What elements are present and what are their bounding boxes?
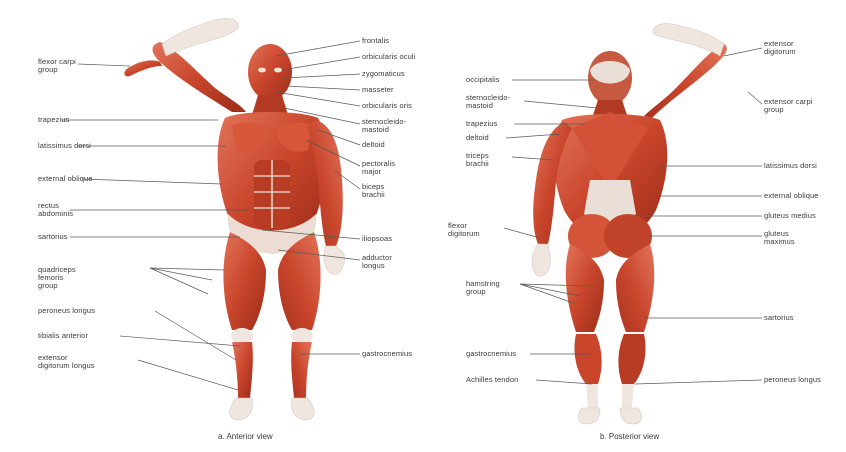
anterior-foot-left bbox=[230, 398, 253, 420]
label-posterior-triceps-brachii: triceps brachii bbox=[466, 152, 489, 168]
posterior-raised-hand bbox=[653, 24, 724, 56]
label-anterior-peroneus-longus: peroneus longus bbox=[38, 307, 95, 315]
label-anterior-biceps-brachii: biceps brachii bbox=[362, 183, 385, 199]
anterior-figure bbox=[124, 18, 344, 420]
label-posterior-achilles-tendon: Achilles tendon bbox=[466, 376, 518, 384]
posterior-calf-right bbox=[618, 334, 645, 384]
label-posterior-gluteus-medius: gluteus medius bbox=[764, 212, 816, 220]
label-anterior-deltoid: deltoid bbox=[362, 141, 385, 149]
posterior-achilles-right bbox=[622, 384, 634, 408]
posterior-figure bbox=[532, 24, 727, 424]
label-anterior-frontalis: frontalis bbox=[362, 37, 389, 45]
anterior-eye-left bbox=[258, 68, 266, 73]
label-anterior-orbicularis-oculi: orbicularis oculi bbox=[362, 53, 415, 61]
anterior-foot-right bbox=[292, 398, 315, 420]
label-anterior-trapezius: trapezius bbox=[38, 116, 69, 124]
label-posterior-occipitalis: occipitalis bbox=[466, 76, 500, 84]
posterior-foot-right bbox=[620, 408, 641, 424]
posterior-lower-hand bbox=[532, 244, 550, 276]
label-anterior-pectoralis-major: pectoralis major bbox=[362, 160, 395, 176]
label-posterior-sternocleidomastoid: sternocleido- mastoid bbox=[466, 94, 510, 110]
label-anterior-flexor-carpi-group: flexor carpi group bbox=[38, 58, 76, 74]
anterior-knee-left bbox=[231, 328, 253, 344]
label-anterior-sartorius: sartorius bbox=[38, 233, 68, 241]
label-anterior-rectus-abdominis: rectus abdominis bbox=[38, 202, 73, 218]
label-posterior-peroneus-longus: peroneus longus bbox=[764, 376, 821, 384]
label-posterior-deltoid: deltoid bbox=[466, 134, 489, 142]
caption-anterior-view: a. Anterior view bbox=[218, 432, 273, 441]
label-posterior-latissimus-dorsi: latissimus dorsi bbox=[764, 162, 817, 170]
label-anterior-zygomaticus: zygomaticus bbox=[362, 70, 405, 78]
anterior-knee-right bbox=[291, 328, 313, 344]
label-posterior-extensor-carpi-group: extensor carpi group bbox=[764, 98, 813, 114]
caption-posterior-view: b. Posterior view bbox=[600, 432, 659, 441]
anterior-shin-right bbox=[291, 342, 312, 398]
leader-lines bbox=[62, 41, 762, 390]
label-posterior-flexor-digitorum: flexor digitorum bbox=[448, 222, 480, 238]
anterior-lower-hand bbox=[324, 246, 344, 274]
posterior-calf-left bbox=[574, 334, 601, 384]
anterior-raised-forearm bbox=[124, 60, 162, 76]
anterior-eye-right bbox=[274, 68, 282, 73]
label-anterior-sternocleidomastoid: sternocleido- mastoid bbox=[362, 118, 406, 134]
label-anterior-orbicularis-oris: orbicularis oris bbox=[362, 102, 412, 110]
anterior-shin-left bbox=[232, 342, 253, 398]
label-anterior-tibialis-anterior: tibialis anterior bbox=[38, 332, 88, 340]
label-posterior-external-oblique: external oblique bbox=[764, 192, 819, 200]
label-posterior-gastrocnemius: gastrocnemius bbox=[466, 350, 516, 358]
label-anterior-masseter: masseter bbox=[362, 86, 394, 94]
anterior-head bbox=[248, 44, 292, 100]
label-anterior-gastrocnemius: gastrocnemius bbox=[362, 350, 412, 358]
anterior-raised-hand bbox=[162, 18, 238, 56]
label-anterior-external-oblique: external oblique bbox=[38, 175, 93, 183]
label-anterior-iliopsoas: iliopsoas bbox=[362, 235, 392, 243]
label-posterior-sartorius: sartorius bbox=[764, 314, 794, 322]
label-anterior-quadriceps-femoris-group: quadriceps femoris group bbox=[38, 266, 76, 290]
posterior-achilles-left bbox=[586, 384, 598, 408]
label-anterior-latissimus-dorsi: latissimus dorsi bbox=[38, 142, 91, 150]
anterior-neck bbox=[252, 95, 288, 115]
label-anterior-extensor-digitorum-longus: extensor digitorum longus bbox=[38, 354, 95, 370]
label-posterior-hamstring-group: hamstring group bbox=[466, 280, 500, 296]
label-anterior-adductor-longus: adductor longus bbox=[362, 254, 392, 270]
posterior-foot-left bbox=[579, 408, 600, 424]
label-posterior-gluteus-maximus: gluteus maximus bbox=[764, 230, 795, 246]
label-posterior-extensor-digitorum: extensor digitorum bbox=[764, 40, 796, 56]
posterior-raised-arm bbox=[644, 44, 727, 118]
label-posterior-trapezius: trapezius bbox=[466, 120, 497, 128]
